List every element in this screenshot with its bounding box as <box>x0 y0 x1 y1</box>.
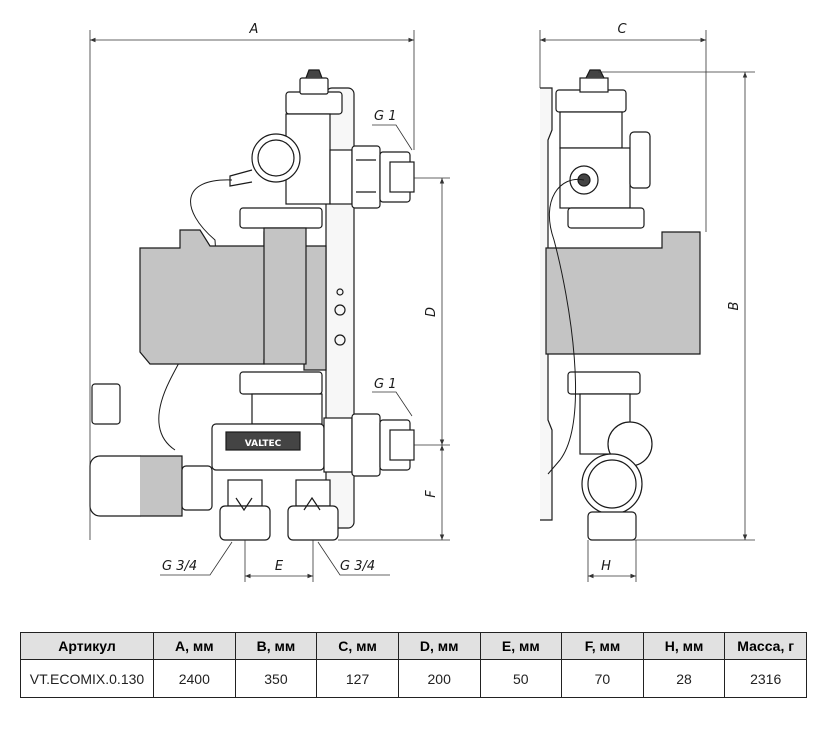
dim-b-label: B <box>727 301 742 310</box>
column-header: Артикул <box>20 632 154 660</box>
dimension-labels: A C B D F E H G 1 G 1 G 3/4 G 3/4 VALTEC <box>162 22 742 574</box>
column-header: A, мм <box>153 632 236 660</box>
table-cell: 200 <box>397 659 481 698</box>
table-cell: 28 <box>642 659 726 698</box>
dimension-lines <box>89 30 755 582</box>
column-header: F, мм <box>561 632 644 660</box>
gauge-top <box>251 133 301 183</box>
dim-h-label: H <box>601 559 611 574</box>
front-view <box>89 69 415 541</box>
table-cell: 350 <box>234 659 318 698</box>
thread-g34-right-label: G 3/4 <box>340 559 375 574</box>
dim-f-label: F <box>424 490 439 498</box>
column-header: B, мм <box>234 632 318 660</box>
table-cell: 50 <box>479 659 563 698</box>
technical-drawing: A C B D F E H G 1 G 1 G 3/4 G 3/4 VALTEC <box>89 22 755 582</box>
column-header: C, мм <box>316 632 399 660</box>
column-header: Масса, г <box>724 632 807 660</box>
table-cell: VT.ECOMIX.0.130 <box>20 659 154 698</box>
spec-table: Артикул A, мм B, мм C, мм D, мм E, мм F,… <box>20 632 807 698</box>
table-row: VT.ECOMIX.0.130 2400 350 127 200 50 70 2… <box>20 659 807 698</box>
thread-g34-left-label: G 3/4 <box>162 559 197 574</box>
side-view <box>540 69 701 541</box>
pump-side <box>545 231 701 355</box>
dim-c-label: C <box>617 22 627 37</box>
thread-g1-bottom-label: G 1 <box>374 377 396 392</box>
column-header: H, мм <box>642 632 726 660</box>
table-cell: 2400 <box>153 659 236 698</box>
thread-g1-top-label: G 1 <box>374 109 396 124</box>
table-header-row: Артикул A, мм B, мм C, мм D, мм E, мм F,… <box>20 632 807 660</box>
table-cell: 70 <box>561 659 644 698</box>
column-header: E, мм <box>479 632 563 660</box>
table-cell: 127 <box>316 659 399 698</box>
dim-e-label: E <box>275 559 284 574</box>
gauge-side <box>581 453 643 515</box>
table-cell: 2316 <box>724 659 807 698</box>
column-header: D, мм <box>397 632 481 660</box>
dim-d-label: D <box>424 307 439 317</box>
brand-mark: VALTEC <box>245 439 282 449</box>
dim-a-label: A <box>249 22 259 37</box>
